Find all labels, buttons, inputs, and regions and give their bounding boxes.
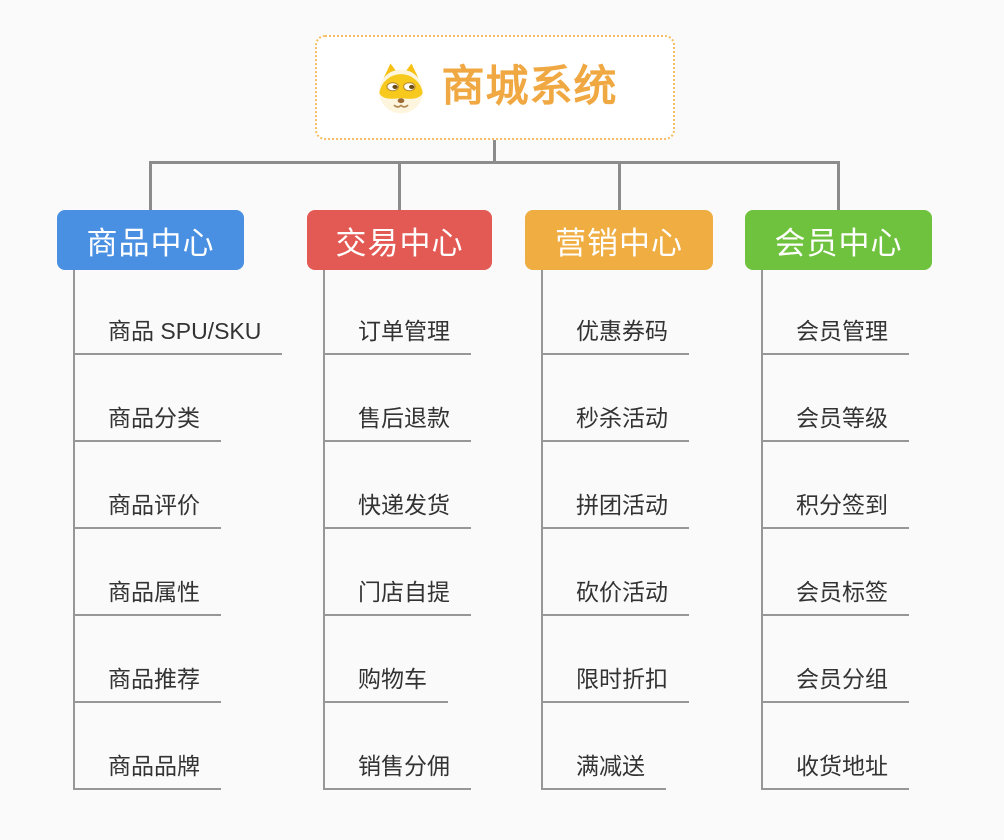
branch-box-trade-center[interactable]: 交易中心 [307,210,492,270]
connector-stub-marketing-center [618,161,621,210]
branch-item[interactable]: 拼团活动 [543,491,689,529]
branch-item[interactable]: 积分签到 [763,491,909,529]
branch-item[interactable]: 会员管理 [763,317,909,355]
branch-item[interactable]: 门店自提 [325,578,471,616]
branch-column-member-center: 会员管理会员等级积分签到会员标签会员分组收货地址 [761,270,909,790]
branch-item[interactable]: 商品属性 [75,578,221,616]
branch-item[interactable]: 售后退款 [325,404,471,442]
branch-column-trade-center: 订单管理售后退款快递发货门店自提购物车销售分佣 [323,270,471,790]
branch-item[interactable]: 会员标签 [763,578,909,616]
connector-stub-member-center [837,161,840,210]
branch-box-marketing-center[interactable]: 营销中心 [525,210,713,270]
branch-item[interactable]: 商品分类 [75,404,221,442]
branch-item[interactable]: 销售分佣 [325,752,471,790]
branch-box-product-center[interactable]: 商品中心 [57,210,244,270]
branch-item[interactable]: 商品推荐 [75,665,221,703]
branch-item[interactable]: 秒杀活动 [543,404,689,442]
branch-item[interactable]: 商品 SPU/SKU [75,317,283,355]
branch-item[interactable]: 满减送 [543,752,666,790]
branch-item[interactable]: 快递发货 [325,491,471,529]
connector-root-down [493,140,496,163]
connector-stub-product-center [149,161,152,210]
branch-item[interactable]: 购物车 [325,665,448,703]
root-title: 商城系统 [441,63,618,111]
branch-item[interactable]: 商品品牌 [75,752,221,790]
branch-item[interactable]: 砍价活动 [543,578,689,616]
branch-item[interactable]: 会员等级 [763,404,909,442]
connector-stub-trade-center [398,161,401,210]
doge-face-icon [373,60,429,116]
branch-item[interactable]: 限时折扣 [543,665,689,703]
branch-column-product-center: 商品 SPU/SKU 商品分类商品评价商品属性商品推荐商品品牌 [73,270,283,790]
branch-column-marketing-center: 优惠券码秒杀活动拼团活动砍价活动限时折扣满减送 [541,270,689,790]
root-node[interactable]: 商城系统 [315,35,675,140]
branch-item[interactable]: 收货地址 [763,752,909,790]
branch-item[interactable]: 优惠券码 [543,317,689,355]
branch-box-member-center[interactable]: 会员中心 [745,210,932,270]
branch-item[interactable]: 商品评价 [75,491,221,529]
branch-item[interactable]: 会员分组 [763,665,909,703]
connector-horizontal [149,161,840,164]
branch-item[interactable]: 订单管理 [325,317,471,355]
